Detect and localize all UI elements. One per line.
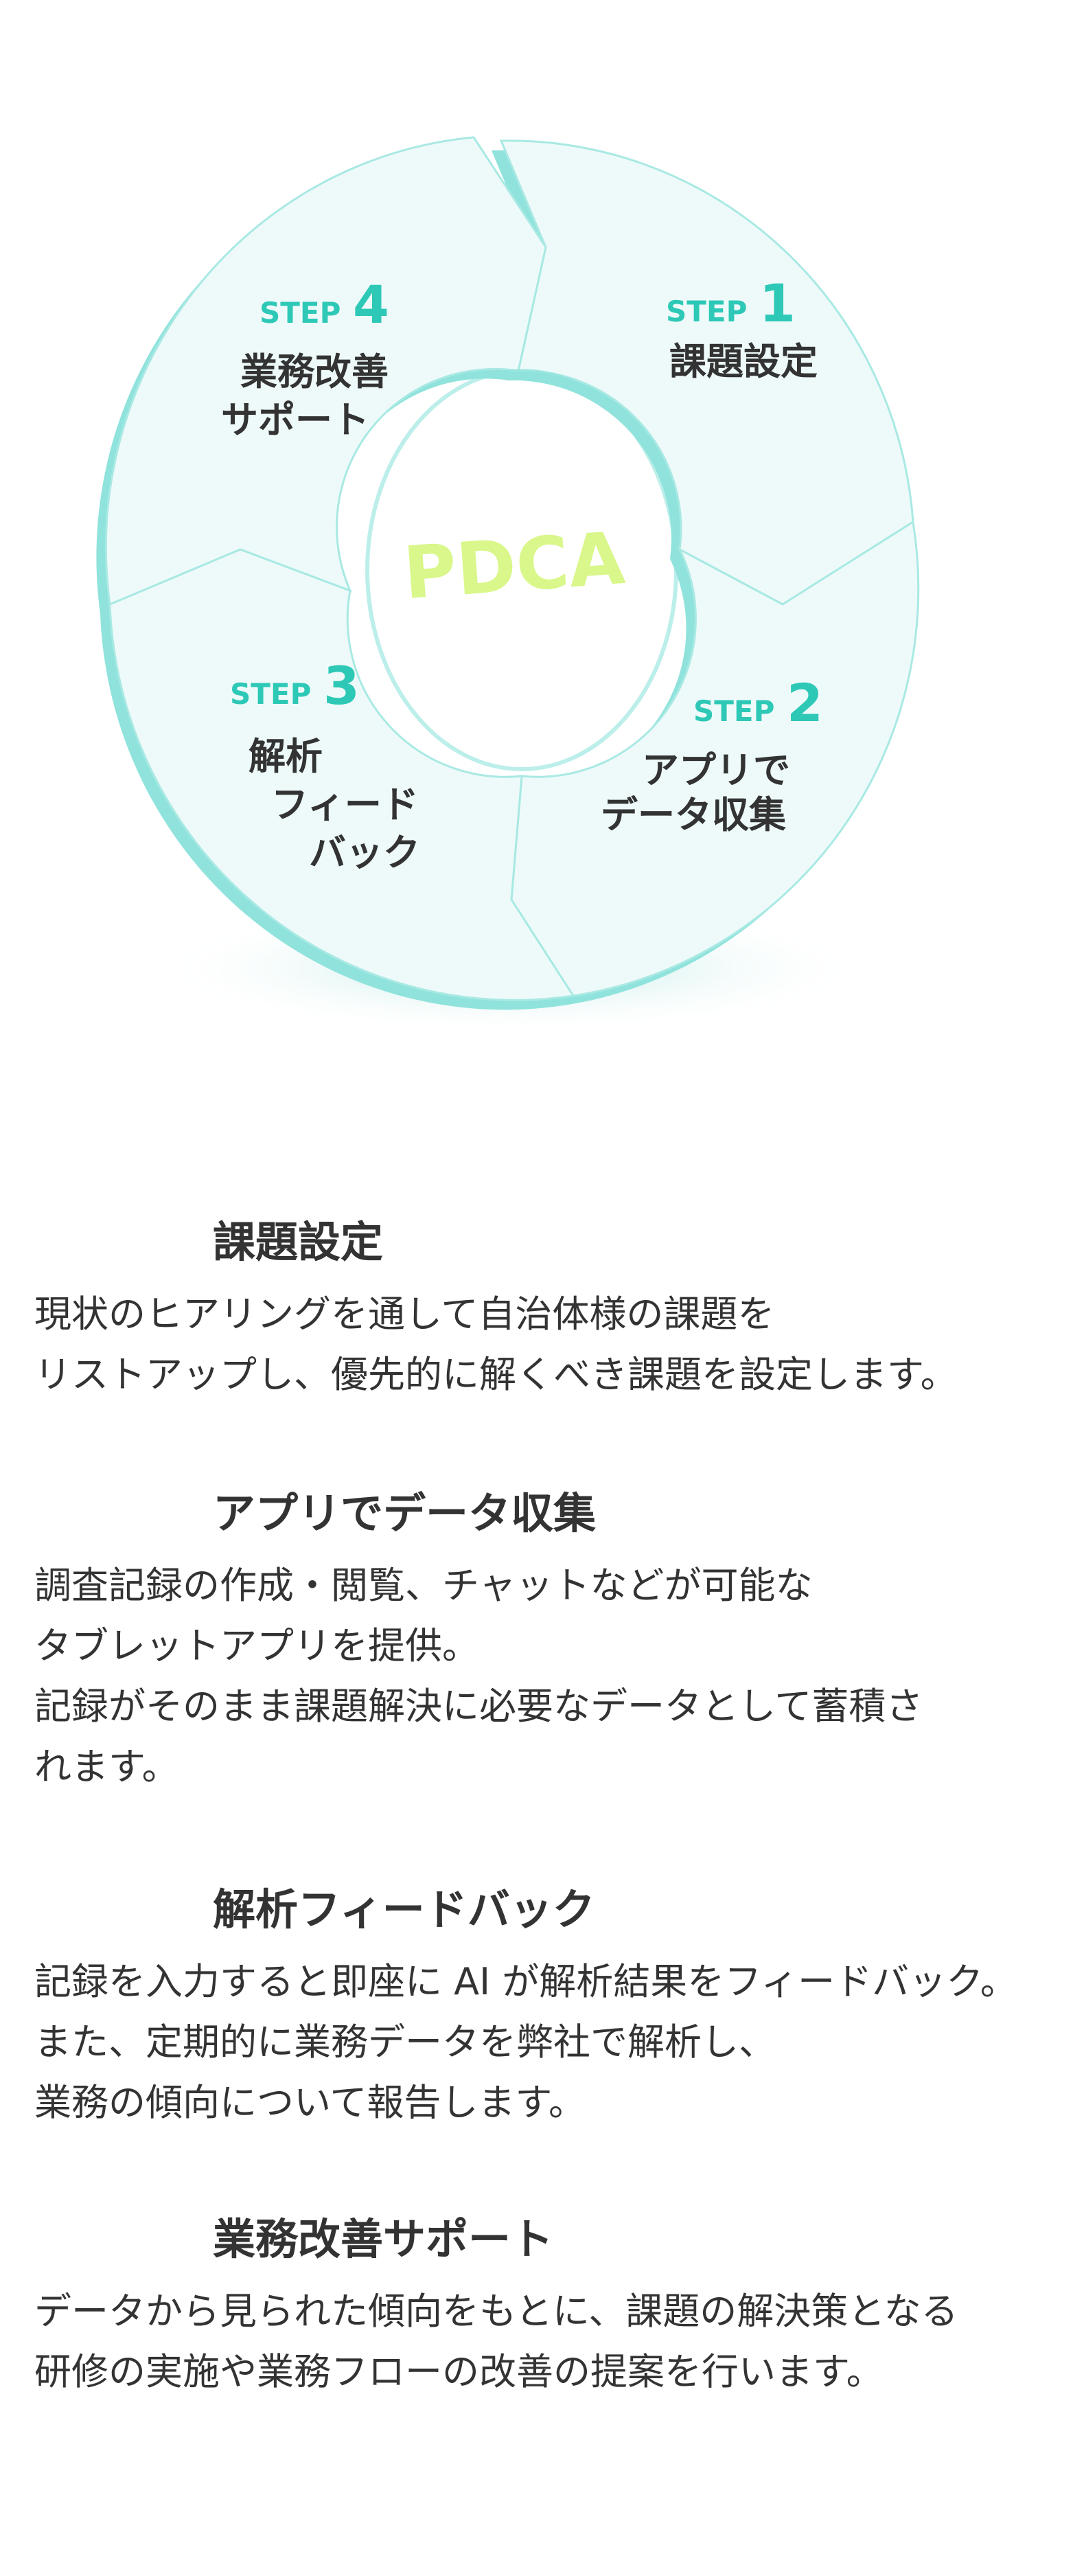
section-step3-heading: 解析フィードバック bbox=[213, 1884, 595, 1935]
step4-title-line2: サポート bbox=[221, 398, 369, 442]
step4-title-line1: 業務改善 bbox=[240, 350, 389, 394]
step3-title-line1: 解析 bbox=[249, 735, 323, 778]
step3-number: 3 bbox=[323, 655, 360, 716]
section-step4-heading: 業務改善サポート bbox=[213, 2214, 554, 2264]
step4-prefix: STEP bbox=[259, 296, 341, 330]
segment-step3 bbox=[108, 548, 575, 1001]
pdca-cycle-diagram: PDCA STEP 1 課題設定 STEP 2 アプリで データ収集 STEP … bbox=[96, 136, 920, 1034]
step3-title-line3: バック bbox=[309, 831, 420, 874]
step4-number: 4 bbox=[353, 274, 389, 335]
section-step1: 課題設定 現状のヒアリングを通して自治体様の課題を リストアップし、優先的に解く… bbox=[34, 1216, 1043, 1405]
step2-label-group: STEP 2 アプリで データ収集 bbox=[601, 672, 823, 836]
section-step3: 解析フィードバック 記録を入力すると即座に AI が解析結果をフィードバック。 … bbox=[34, 1883, 1043, 2133]
step1-prefix: STEP bbox=[666, 295, 747, 328]
step3-prefix: STEP bbox=[230, 677, 311, 711]
segment-step2 bbox=[510, 520, 920, 997]
svg-text:STEP 1: STEP 1 bbox=[666, 273, 796, 334]
section-step1-body: 現状のヒアリングを通して自治体様の課題を リストアップし、優先的に解くべき課題を… bbox=[34, 1292, 958, 1396]
segment-step1 bbox=[499, 139, 914, 606]
section-step1-heading: 課題設定 bbox=[213, 1217, 384, 1267]
step2-number: 2 bbox=[787, 672, 823, 733]
step1-number: 1 bbox=[759, 273, 796, 334]
section-step2-body: 調査記録の作成・閲覧、チャットなどが可能な タブレットアプリを提供。 記録がその… bbox=[34, 1563, 923, 1788]
section-step4: 業務改善サポート データから見られた傾向をもとに、課題の解決策となる 研修の実施… bbox=[34, 2213, 1043, 2402]
section-step2: アプリでデータ収集 調査記録の作成・閲覧、チャットなどが可能な タブレットアプリ… bbox=[34, 1487, 1043, 1797]
section-step2-heading: アプリでデータ収集 bbox=[213, 1488, 597, 1538]
section-step4-body: データから見られた傾向をもとに、課題の解決策となる 研修の実施や業務フローの改善… bbox=[34, 2289, 958, 2393]
ring-segments bbox=[104, 136, 920, 1001]
step2-prefix: STEP bbox=[693, 694, 774, 728]
step2-title-line1: アプリで bbox=[642, 749, 790, 792]
svg-text:STEP 2: STEP 2 bbox=[693, 672, 823, 733]
step1-title: 課題設定 bbox=[669, 340, 818, 383]
section-step3-body: 記録を入力すると即座に AI が解析結果をフィードバック。 また、定期的に業務デ… bbox=[34, 1959, 1017, 2124]
center-label: PDCA bbox=[401, 516, 627, 615]
step3-label-group: STEP 3 解析 フィード バック bbox=[230, 655, 420, 874]
ring-inner-rim bbox=[365, 369, 678, 771]
step3-title-line2: フィード bbox=[271, 783, 419, 826]
step4-label-group: STEP 4 業務改善 サポート bbox=[221, 274, 389, 442]
step1-label-group: STEP 1 課題設定 bbox=[666, 273, 818, 383]
step2-title-line2: データ収集 bbox=[601, 793, 786, 836]
svg-text:STEP 4: STEP 4 bbox=[259, 274, 389, 335]
svg-text:STEP 3: STEP 3 bbox=[230, 655, 360, 716]
segment-step4 bbox=[104, 136, 547, 606]
